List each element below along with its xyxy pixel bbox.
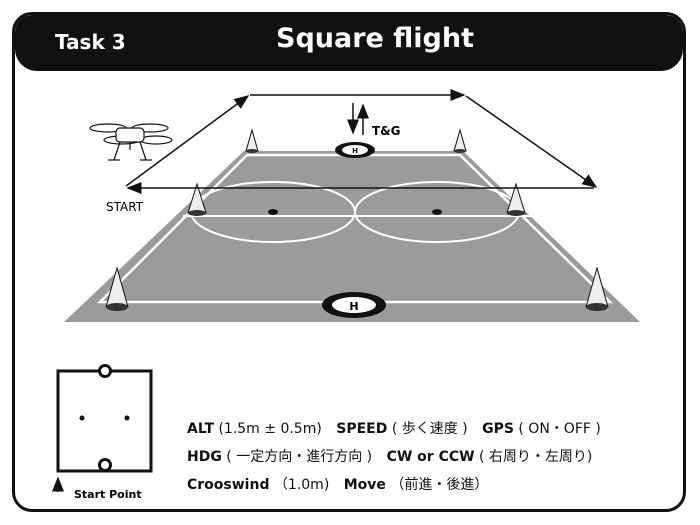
path-arrow-3: [465, 95, 598, 188]
page-title: Square flight: [276, 23, 474, 54]
drone-icon: [89, 123, 173, 161]
course-layout-diagram: [52, 364, 153, 492]
speed-value: ( 歩く速度 ): [391, 421, 468, 437]
cone-near-right: [585, 266, 609, 311]
move-value: （前進・後進）: [390, 477, 489, 493]
alt-value: (1.5m ± 0.5m): [218, 421, 322, 437]
spec-line-2: HDG ( 一定方向・進行方向 ) CW or CCW ( 右周り・左周り): [187, 446, 592, 466]
hdg-key: HDG: [187, 449, 222, 465]
cone-mid-right: [506, 182, 526, 216]
cone-near-left: [105, 266, 129, 311]
cw-key: CW or CCW: [386, 449, 475, 465]
crosswind-value: （1.0m): [273, 477, 330, 493]
touch-and-go-label: T&G: [372, 124, 401, 138]
speed-key: SPEED: [336, 421, 388, 437]
header-bar: Task 3 Square flight: [15, 15, 683, 71]
helipad-near: H: [322, 292, 386, 318]
crosswind-key: Crooswind: [187, 477, 270, 493]
move-key: Move: [343, 477, 386, 493]
cone-mid-left: [187, 182, 207, 216]
left-center-dot: [268, 209, 278, 215]
task-label: Task 3: [55, 30, 126, 54]
svg-text:H: H: [352, 147, 358, 155]
spec-line-3: Crooswind （1.0m) Move （前進・後進）: [187, 474, 488, 494]
cone-far-left: [245, 128, 259, 153]
cone-far-right: [453, 128, 467, 153]
gps-key: GPS: [482, 421, 514, 437]
field-boundary: [96, 153, 614, 304]
start-label: START: [106, 200, 144, 214]
hdg-value: ( 一定方向・進行方向 ): [226, 449, 373, 465]
cw-value: ( 右周り・左周り): [479, 449, 593, 465]
helipad-far: H: [335, 142, 375, 158]
gps-value: ( ON・OFF ): [518, 421, 601, 437]
path-arrow-1: [125, 95, 250, 187]
svg-text:H: H: [349, 300, 358, 313]
alt-key: ALT: [187, 421, 214, 437]
right-center-dot: [432, 209, 442, 215]
start-point-label: Start Point: [74, 488, 142, 501]
task-card: Task 3 Square flight: [12, 12, 686, 512]
spec-line-1: ALT (1.5m ± 0.5m) SPEED ( 歩く速度 ) GPS ( O…: [187, 418, 601, 438]
